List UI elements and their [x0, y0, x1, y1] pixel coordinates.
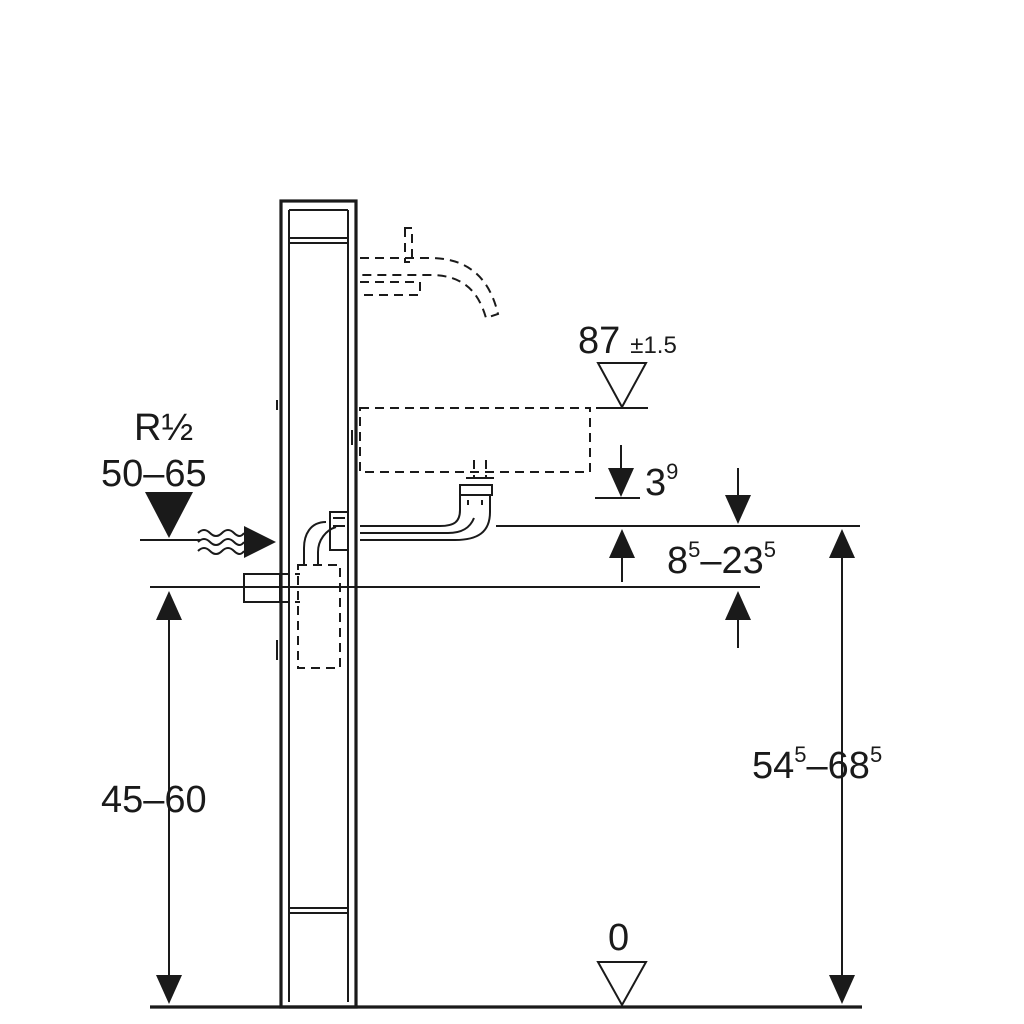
label-supply-thread: R½: [134, 407, 193, 449]
label-left-height: 45–60: [101, 779, 207, 821]
left-height-dimension: [156, 591, 182, 1004]
floor-level-marker: [596, 961, 648, 1008]
top-level-marker: [596, 362, 648, 410]
label-waste-offset: 85–235: [667, 537, 776, 582]
spout: [360, 227, 500, 320]
label-supply-range: 50–65: [101, 453, 207, 495]
right-height-dimension: [829, 529, 855, 1004]
waste-siphon: [360, 460, 494, 541]
supply-level-marker: [140, 492, 200, 541]
wall-module: [276, 199, 358, 1009]
basin-gap-dimension: [595, 445, 640, 499]
label-floor-level: 0: [608, 917, 629, 959]
label-right-height: 545–685: [752, 742, 882, 787]
water-supply-arrow: [197, 526, 276, 558]
basin: [359, 407, 591, 473]
label-basin-gap: 39: [645, 459, 678, 504]
label-top-level: 87±1.5: [578, 320, 677, 362]
waste-offset-dimension: [609, 468, 751, 648]
module-siphon: [297, 511, 349, 669]
